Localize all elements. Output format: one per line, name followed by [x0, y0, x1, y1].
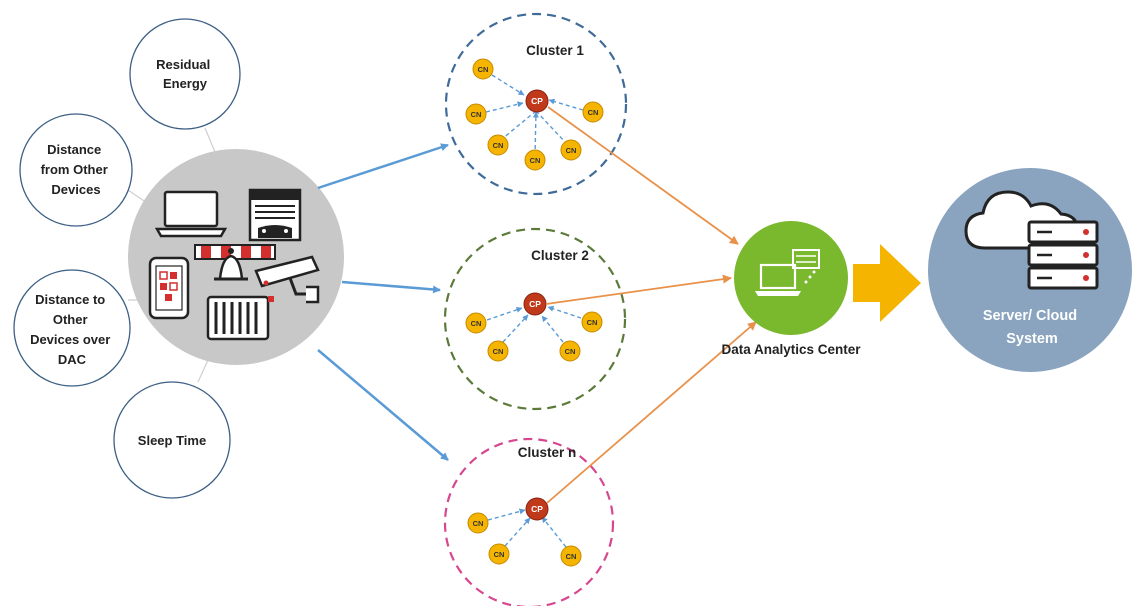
- svg-text:CN: CN: [471, 319, 482, 328]
- factor-label: Devices over: [30, 332, 110, 347]
- member-node: CN: [465, 103, 487, 125]
- svg-text:CN: CN: [587, 318, 598, 327]
- dac-label: Data Analytics Center: [721, 342, 861, 357]
- factor-label: Sleep Time: [138, 433, 206, 448]
- big-arrow-icon: [853, 244, 921, 322]
- server-label: Server/ Cloud: [983, 308, 1077, 324]
- svg-text:CN: CN: [493, 347, 504, 356]
- analytics-laptop-icon: [755, 249, 820, 296]
- factor-label: Residual: [156, 57, 210, 72]
- smartwatch-icon: [148, 256, 190, 320]
- member-node: CN: [472, 58, 494, 80]
- svg-text:Distance from Other: Distance from Other Devices: [41, 142, 112, 197]
- member-node: CN: [487, 340, 509, 362]
- cluster-n: Cluster n CN CN CN CP: [443, 437, 615, 606]
- svg-text:CP: CP: [529, 299, 541, 309]
- svg-text:CN: CN: [588, 108, 599, 117]
- factor-label: from Other: [41, 162, 108, 177]
- svg-text:CN: CN: [471, 110, 482, 119]
- data-analytics-center: Data Analytics Center: [721, 221, 861, 357]
- factor-label: Energy: [163, 76, 208, 91]
- factor-label: Devices: [51, 182, 100, 197]
- member-node: CN: [560, 139, 582, 161]
- cluster-title: Cluster n: [518, 445, 577, 460]
- cluster-1: Cluster 1 CN CN CN CN CN CN CP: [444, 12, 628, 196]
- server-rack-icon: [1027, 220, 1099, 290]
- svg-text:CN: CN: [530, 156, 541, 165]
- head-node: CP: [525, 89, 549, 113]
- factor-distance-from-other-devices: Distance from Other Devices: [19, 113, 133, 227]
- member-node: CN: [465, 312, 487, 334]
- factor-label: DAC: [58, 352, 87, 367]
- cluster-2: Cluster 2 CN CN CN CN CP: [443, 227, 627, 411]
- member-node: CN: [581, 311, 603, 333]
- cluster-title: Cluster 1: [526, 43, 584, 58]
- svg-text:CN: CN: [478, 65, 489, 74]
- factor-residual-energy: Residual Energy: [129, 18, 241, 130]
- head-node: CP: [525, 497, 549, 521]
- factor-label: Distance: [47, 142, 101, 157]
- cluster-title: Cluster 2: [531, 248, 589, 263]
- member-node: CN: [560, 545, 582, 567]
- cluster-links: [486, 305, 582, 343]
- svg-text:CN: CN: [473, 519, 484, 528]
- server-cloud-system: Server/ Cloud System: [928, 168, 1132, 372]
- member-node: CN: [487, 134, 509, 156]
- svg-text:Server/ Cloud System: Server/ Cloud System: [983, 308, 1081, 347]
- svg-text:Distance to Other: Distance to Other Devices over DAC: [30, 292, 114, 367]
- svg-text:Residual Energy: Residual Energy: [156, 57, 214, 91]
- laptop-icon: [154, 190, 228, 238]
- svg-text:CP: CP: [531, 504, 543, 514]
- device-hub: [128, 149, 344, 365]
- barrier-gate-icon: [194, 244, 276, 281]
- garage-door-icon: [248, 188, 302, 242]
- radiator-icon: [206, 295, 274, 341]
- svg-text:CN: CN: [566, 146, 577, 155]
- factor-label: Other: [53, 312, 88, 327]
- security-camera-icon: [254, 255, 320, 304]
- member-node: CN: [488, 543, 510, 565]
- member-node: CN: [524, 149, 546, 171]
- svg-text:Sleep Time: Sleep Time: [138, 433, 206, 448]
- svg-text:CN: CN: [565, 347, 576, 356]
- svg-text:CN: CN: [493, 141, 504, 150]
- head-to-dac-links: [545, 106, 757, 504]
- head-node: CP: [523, 292, 547, 316]
- member-node: CN: [467, 512, 489, 534]
- member-node: CN: [559, 340, 581, 362]
- svg-text:CN: CN: [566, 552, 577, 561]
- factor-sleep-time: Sleep Time: [113, 381, 231, 499]
- svg-text:CP: CP: [531, 96, 543, 106]
- svg-text:CN: CN: [494, 550, 505, 559]
- member-node: CN: [582, 101, 604, 123]
- hub-to-cluster-links: [317, 143, 449, 461]
- cluster-links: [485, 74, 584, 157]
- factor-distance-to-other-devices-over-dac: Distance to Other Devices over DAC: [13, 269, 131, 387]
- server-label: System: [1006, 331, 1058, 347]
- cluster-links: [487, 508, 567, 548]
- factor-label: Distance to: [35, 292, 105, 307]
